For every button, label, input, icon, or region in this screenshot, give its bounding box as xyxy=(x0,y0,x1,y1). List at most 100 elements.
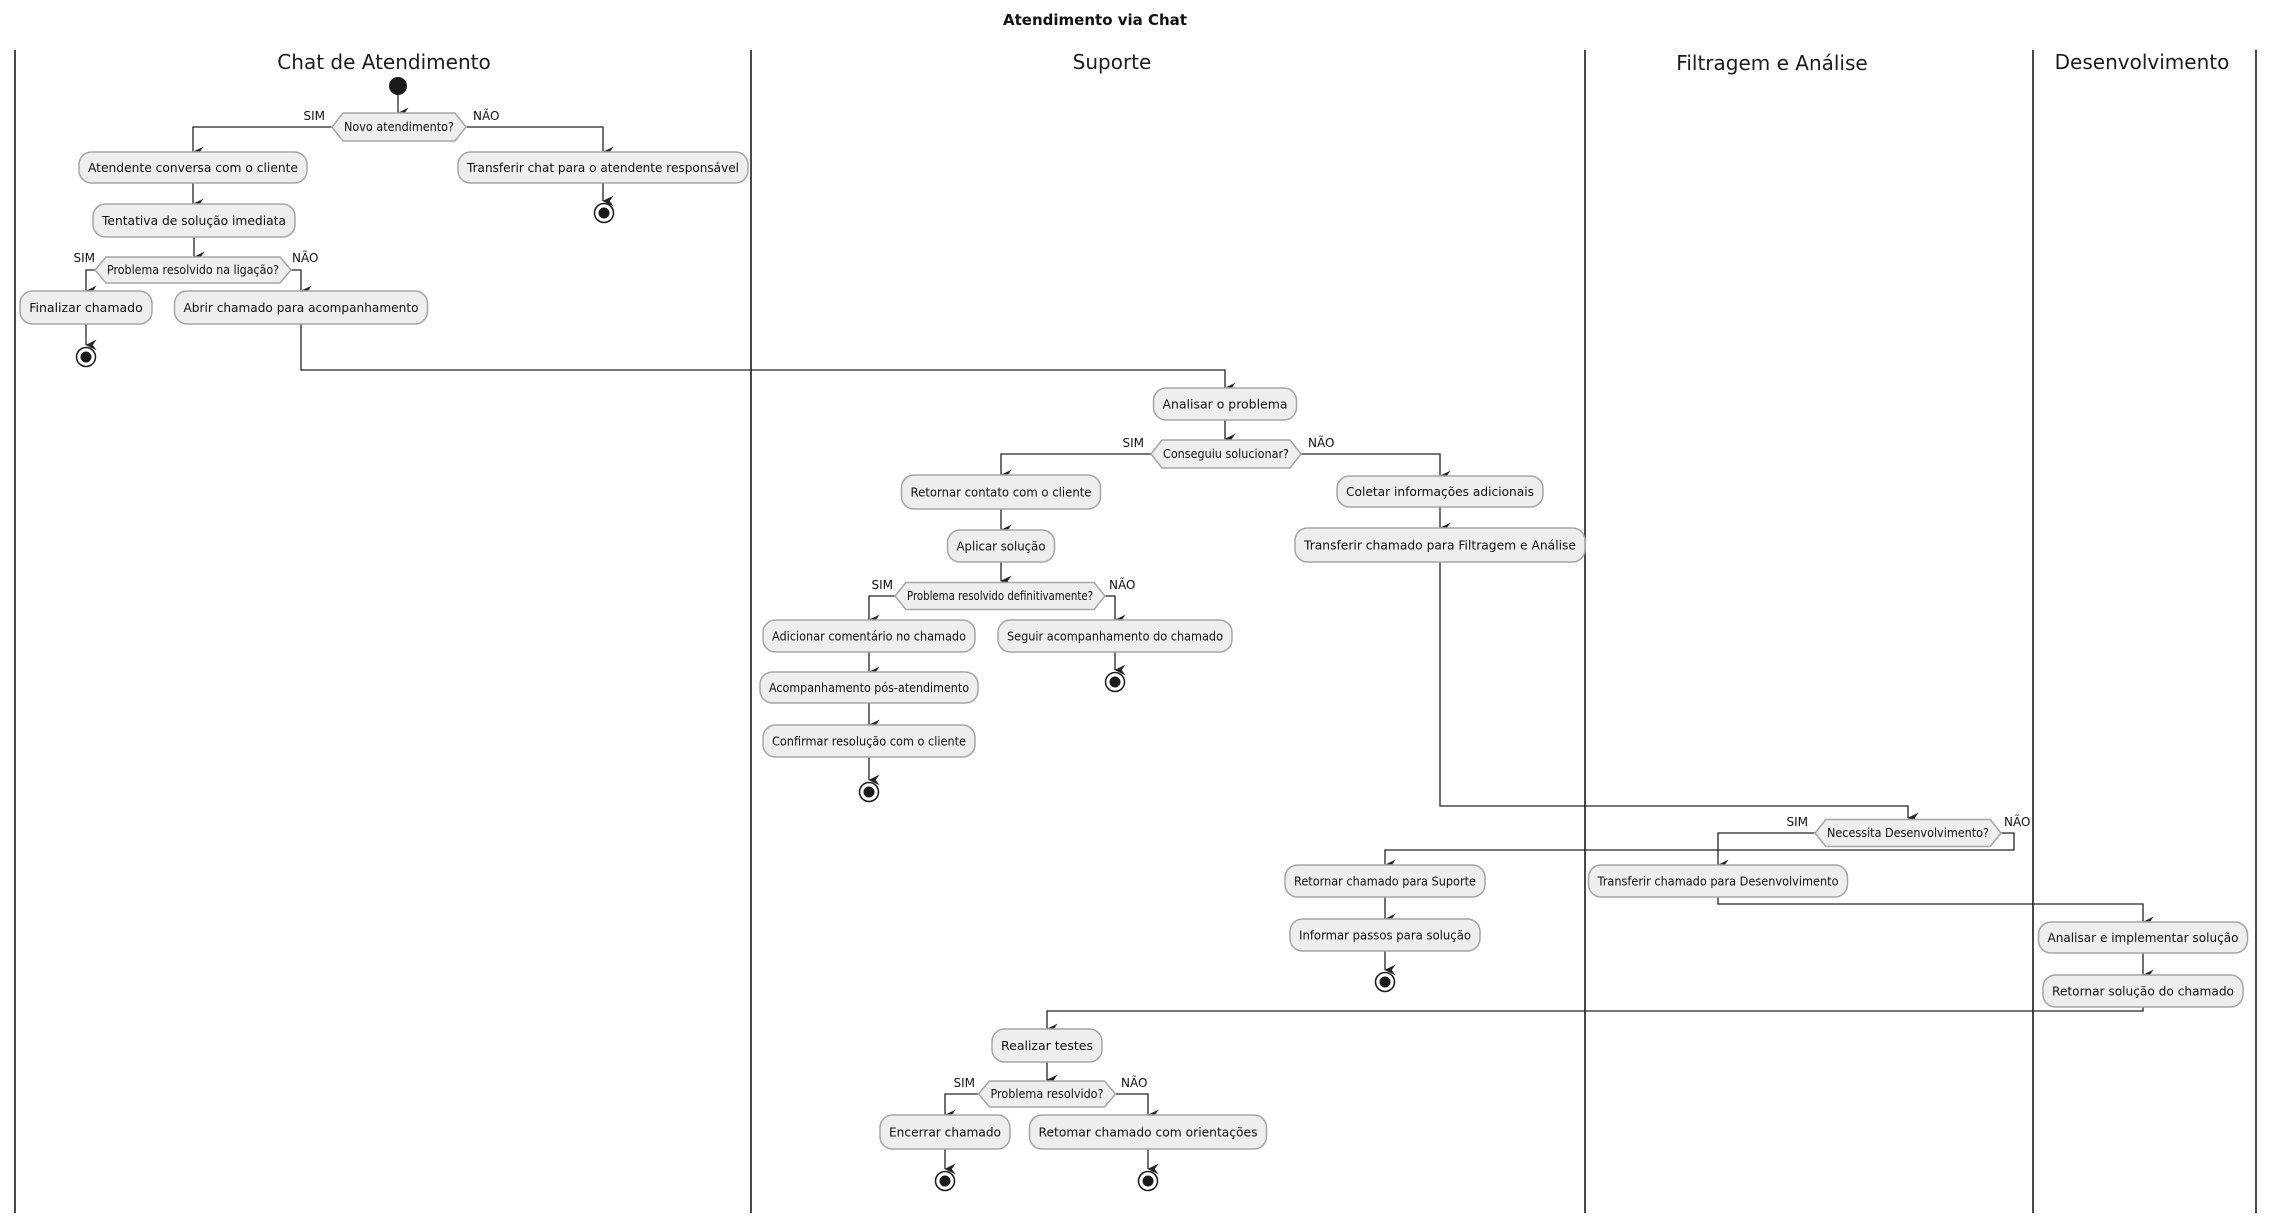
edge-label-probdef-sim: SIM xyxy=(871,578,893,592)
activity-label-realizar-testes: Realizar testes xyxy=(1001,1038,1093,1053)
activity-label-analisar-implementar: Analisar e implementar solução xyxy=(2048,930,2239,945)
edge-probdef-nao xyxy=(1105,595,1126,626)
activity-transferir-chat xyxy=(457,151,749,184)
lane-header-filtragem-e-analise: Filtragem e Análise xyxy=(1676,51,1867,75)
activity-acompanhamento-pos xyxy=(759,671,979,704)
activity-atendente-conversa xyxy=(78,151,308,184)
edge-label-probdef-nao: NÃO xyxy=(1109,577,1135,592)
edge-necessita-sim xyxy=(1717,832,1815,871)
activity-label-adicionar-comentario: Adicionar comentário no chamado xyxy=(772,629,966,644)
end-retomar-core xyxy=(1142,1175,1154,1187)
activity-seguir-acompanhamento xyxy=(997,619,1233,653)
activity-informar-passos xyxy=(1289,918,1481,952)
activity-analisar-problema xyxy=(1152,387,1298,421)
edge-label-necessita-nao: NÃO xyxy=(2004,814,2030,829)
decision-conseguiu-solucionar xyxy=(1150,439,1302,469)
end-confirmar-core xyxy=(863,786,875,798)
edge-probresolvido-nao xyxy=(1116,1093,1159,1121)
decision-label-necessita-desenvolvimento: Necessita Desenvolvimento? xyxy=(1827,826,1989,840)
activity-label-abrir-chamado: Abrir chamado para acompanhamento xyxy=(184,300,419,315)
edge-label-probresolvido-nao: NÃO xyxy=(1121,1075,1147,1090)
activity-transferir-desenvolvimento xyxy=(1587,864,1849,898)
activity-label-informar-passos: Informar passos para solução xyxy=(1299,928,1471,943)
swimlane-borders xyxy=(14,50,2257,1213)
activity-finalizar-chamado xyxy=(19,290,153,325)
activity-coletar-informacoes xyxy=(1336,475,1544,508)
diagram-nodes: Novo atendimento? Atendente conversa com … xyxy=(19,77,2249,1192)
edge-label-necessita-sim: SIM xyxy=(1786,815,1808,829)
activity-retornar-solucao xyxy=(2042,974,2244,1008)
edge-label-probligacao-nao: NÃO xyxy=(292,250,318,265)
activity-label-retornar-suporte: Retornar chamado para Suporte xyxy=(1294,874,1476,889)
activity-label-tentativa-solucao: Tentativa de solução imediata xyxy=(101,213,286,228)
activity-label-analisar-problema: Analisar o problema xyxy=(1163,397,1288,412)
activity-label-retornar-solucao: Retornar solução do chamado xyxy=(2052,984,2234,999)
activity-label-acompanhamento-pos: Acompanhamento pós-atendimento xyxy=(769,680,969,695)
edge-conseguiu-sim xyxy=(1000,453,1151,481)
edge-label-probresolvido-sim: SIM xyxy=(953,1076,975,1090)
decision-label-conseguiu-solucionar: Conseguiu solucionar? xyxy=(1163,447,1289,461)
end-transferir-chat-core xyxy=(598,207,610,219)
activity-label-transferir-desenvolvimento: Transferir chamado para Desenvolvimento xyxy=(1597,874,1839,889)
decision-problema-ligacao xyxy=(94,256,292,284)
edge-probdef-sim xyxy=(868,595,895,626)
edge-transferirdesenv-analisarimpl xyxy=(1717,897,2154,928)
activity-label-retornar-contato: Retornar contato com o cliente xyxy=(911,485,1092,500)
edge-novo-sim xyxy=(192,126,332,158)
lane-header-chat-de-atendimento: Chat de Atendimento xyxy=(277,50,490,74)
activity-confirmar-resolucao xyxy=(762,724,976,758)
decision-label-problema-definitivo: Problema resolvido definitivamente? xyxy=(907,589,1093,603)
lane-header-suporte: Suporte xyxy=(1073,50,1152,74)
decision-problema-definitivo xyxy=(894,581,1106,611)
edge-abrir-analisar xyxy=(300,324,1236,394)
end-finalizar-core xyxy=(80,351,92,363)
activity-label-seguir-acompanhamento: Seguir acompanhamento do chamado xyxy=(1007,629,1223,644)
activity-encerrar-chamado xyxy=(879,1114,1011,1150)
activity-label-aplicar-solucao: Aplicar solução xyxy=(957,539,1046,554)
activity-analisar-implementar xyxy=(2037,921,2249,954)
activity-label-retomar-chamado: Retomar chamado com orientações xyxy=(1039,1125,1258,1140)
edge-label-conseguiu-nao: NÃO xyxy=(1308,435,1334,450)
activity-retomar-chamado xyxy=(1028,1114,1268,1150)
activity-label-encerrar-chamado: Encerrar chamado xyxy=(889,1125,1001,1140)
activity-label-finalizar-chamado: Finalizar chamado xyxy=(29,300,143,315)
edge-necessita-nao xyxy=(1384,832,2015,871)
decision-necessita-desenvolvimento xyxy=(1814,818,2002,848)
end-encerrar-core xyxy=(939,1175,951,1187)
activity-transferir-filtragem xyxy=(1294,527,1586,563)
edge-probligacao-nao xyxy=(291,269,312,297)
decision-label-problema-resolvido: Problema resolvido? xyxy=(991,1087,1104,1101)
activity-label-atendente-conversa: Atendente conversa com o cliente xyxy=(88,160,298,175)
activity-retornar-contato xyxy=(900,474,1102,510)
activity-abrir-chamado xyxy=(173,290,429,325)
edge-novo-nao xyxy=(466,126,614,158)
decision-problema-resolvido xyxy=(977,1080,1117,1108)
activity-retornar-suporte xyxy=(1284,864,1486,898)
edge-probligacao-sim xyxy=(85,269,97,297)
activity-realizar-testes xyxy=(991,1028,1103,1063)
edge-label-probligacao-sim: SIM xyxy=(73,251,95,265)
diagram-title: Atendimento via Chat xyxy=(1003,11,1187,29)
activity-tentativa-solucao xyxy=(92,203,296,238)
start-node xyxy=(389,77,407,95)
end-informar-core xyxy=(1379,976,1391,988)
activity-label-transferir-chat: Transferir chat para o atendente respons… xyxy=(466,160,739,175)
edge-retornarsolucao-realizar xyxy=(1046,1007,2144,1035)
edge-label-novo-sim: SIM xyxy=(303,109,325,123)
activity-aplicar-solucao xyxy=(946,529,1056,563)
activity-adicionar-comentario xyxy=(762,619,976,653)
lane-header-desenvolvimento: Desenvolvimento xyxy=(2055,50,2230,74)
edge-probresolvido-sim xyxy=(944,1093,978,1121)
activity-label-transferir-filtragem: Transferir chamado para Filtragem e Anál… xyxy=(1303,538,1576,553)
activity-label-coletar-informacoes: Coletar informações adicionais xyxy=(1346,484,1534,499)
edge-transferirfiltragem-necessita xyxy=(1439,562,1919,824)
decision-novo-atendimento xyxy=(331,112,467,142)
decision-label-problema-ligacao: Problema resolvido na ligação? xyxy=(107,263,279,277)
edge-conseguiu-nao xyxy=(1301,453,1451,482)
decision-label-novo-atendimento: Novo atendimento? xyxy=(344,120,454,134)
end-seguir-core xyxy=(1109,676,1121,688)
edge-label-novo-nao: NÃO xyxy=(473,108,499,123)
